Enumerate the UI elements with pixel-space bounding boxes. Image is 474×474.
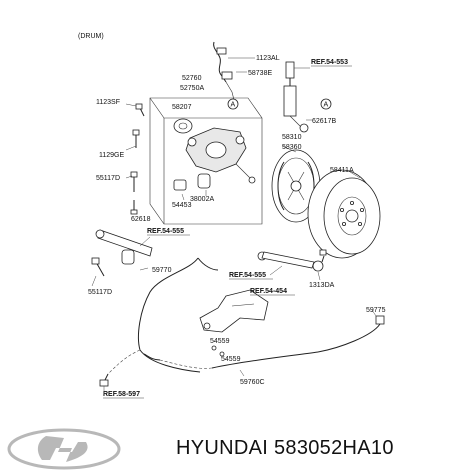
label-55117D-top: 55117D: [96, 175, 120, 182]
label-52760: 52760: [182, 75, 202, 82]
svg-text:A: A: [231, 102, 236, 109]
label-1123SF: 1123SF: [96, 99, 120, 106]
ref-54-555-right[interactable]: REF.54-555: [229, 272, 266, 279]
label-55117D-bottom: 55117D: [88, 289, 112, 296]
label-54453: 54453: [172, 202, 192, 209]
label-59770: 59770: [152, 267, 172, 274]
label-62618: 62618: [131, 216, 151, 223]
label-58360: 58360: [282, 144, 302, 151]
callout-a-top: A: [227, 98, 239, 110]
label-58310: 58310: [282, 134, 302, 141]
subframe-bracket: [199, 289, 269, 333]
ref-54-454[interactable]: REF.54-454: [250, 288, 287, 295]
label-52750A: 52750A: [180, 85, 204, 92]
callout-a-drum: A: [320, 98, 332, 110]
label-59775: 59775: [366, 307, 386, 314]
ref-54-555-left[interactable]: REF.54-555: [147, 228, 184, 235]
label-58207: 58207: [172, 104, 192, 111]
brake-drum: [307, 169, 381, 259]
label-1313DA: 1313DA: [309, 282, 335, 289]
label-54559-b: 54559: [221, 356, 241, 363]
brand-name: HYUNDAI: [176, 437, 269, 459]
left-bolts: [125, 103, 145, 215]
part-number: 583052HA10: [273, 437, 394, 459]
hyundai-logo: [7, 428, 121, 470]
label-38002A: 38002A: [190, 196, 214, 203]
label-1129GE: 1129GE: [99, 152, 124, 159]
bushings: [173, 173, 211, 201]
ref-54-553[interactable]: REF.54-553: [311, 59, 348, 66]
shock-absorber: [283, 61, 312, 133]
rear-knuckle: [173, 118, 256, 184]
label-58738E: 58738E: [248, 70, 272, 77]
ref-58-597[interactable]: REF.58-597: [103, 391, 140, 398]
label-54559-a: 54559: [210, 338, 230, 345]
lateral-link: [257, 249, 327, 281]
label-1123AL: 1123AL: [256, 55, 280, 62]
brake-hose-assembly: [213, 41, 255, 101]
label-62617B: 62617B: [312, 118, 336, 125]
brand-part-number: HYUNDAI 583052HA10: [176, 437, 472, 460]
svg-text:A: A: [324, 102, 329, 109]
label-59760C: 59760C: [240, 379, 265, 386]
knuckle-group-outline: [149, 97, 263, 225]
label-58411A: 58411A: [330, 167, 354, 174]
trailing-arm: [91, 229, 153, 287]
variant-label: (DRUM): [78, 33, 104, 40]
